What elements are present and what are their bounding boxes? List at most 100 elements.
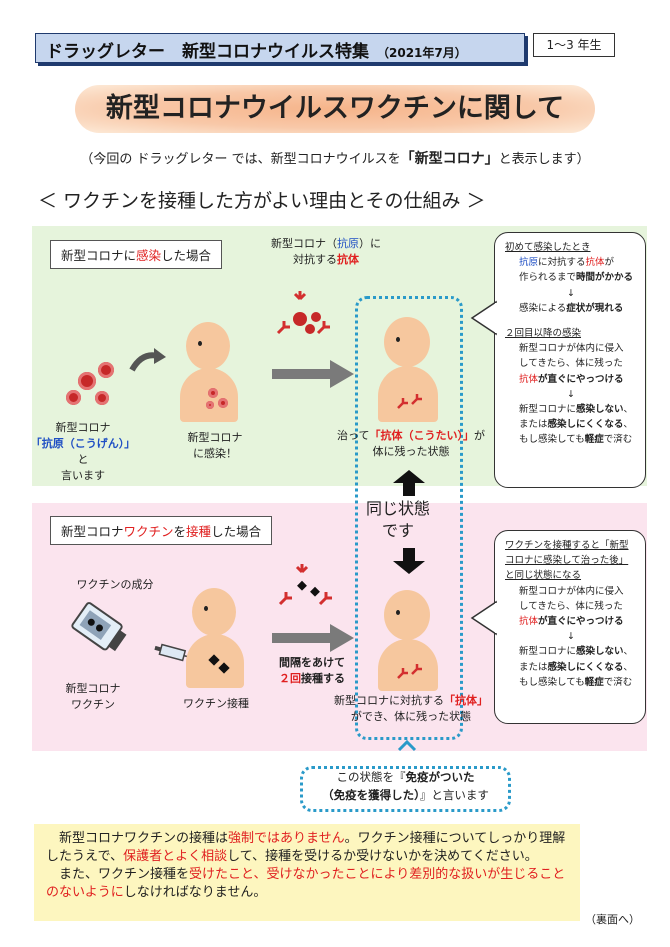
vaccination-label-pre: 新型コロナ <box>61 524 124 539</box>
vaccine-vial-icon <box>71 602 127 652</box>
bubble-infect-l9-post: で済む <box>603 434 633 446</box>
bubble-vac-l9-post: で済む <box>603 676 633 688</box>
antibody-line1-post: ）に <box>359 237 381 250</box>
section-title: ＜ ワクチンを接種した方がよい理由とその仕組み ＞ <box>38 190 486 212</box>
footer-p1-red: 強制ではありません <box>228 831 345 846</box>
vaccination-label: 新型コロナワクチンを接種した場合 <box>50 516 273 545</box>
immune-caption: 新型コロナに対抗する「抗体」 ができ、体に残った状態 <box>316 693 506 725</box>
bubble-vac-heading-a: ワクチンを接種すると「新型 <box>505 540 629 551</box>
antibody-virus-icon <box>276 291 330 335</box>
bubble-infect-l1-blue: 抗原 <box>519 257 539 269</box>
note-pre: （今回の ドラッグレター では、新型コロナウイルスを <box>80 152 401 167</box>
bubble-infect-arrow2: ↓ <box>567 388 575 400</box>
virus-icon <box>66 390 81 405</box>
notation-note: （今回の ドラッグレター では、新型コロナウイルスを「新型コロナ」と表示します） <box>0 148 670 168</box>
main-title: 新型コロナウイルスワクチンに関して <box>75 85 595 133</box>
bubble-infect-l1-post: が <box>604 257 615 269</box>
infection-label-red: 感染 <box>136 248 162 263</box>
curved-arrow-icon <box>129 348 166 372</box>
bubble-infect-l7-post: 、 <box>623 403 634 415</box>
bubble-vac-heading-c: と同じ状態になる <box>505 570 582 582</box>
interval-line1: 間隔をあけて <box>279 656 345 669</box>
antibody-caption: 新型コロナ（抗原）に 対抗する抗体 <box>256 236 396 268</box>
bubble-vac-line7: 新型コロナに感染しない、 <box>505 644 637 659</box>
bubble-infect-arrow: ↓ <box>567 287 575 299</box>
immunity-line1-bold: 免疫がついた <box>405 770 475 784</box>
antibody-line1-blue: 抗原 <box>337 237 359 250</box>
header-title: ドラッグレター 新型コロナウイルス特集 （2021年7月） <box>46 37 467 62</box>
bubble-infect-l8-bold: 感染しにくくなる <box>547 419 624 431</box>
footer-paragraph-2: また、ワクチン接種を受けたこと、受けなかったことにより差別的な扱いが生じることの… <box>46 866 568 902</box>
bubble-infect-line6: 抗体が直ぐにやっつける <box>505 372 637 387</box>
vaccination-label-mid: を <box>173 524 187 539</box>
bubble-infect-l9-pre: もし感染しても <box>519 434 585 446</box>
vaccination-label-post: した場合 <box>211 524 262 539</box>
immune-caption-line2: ができ、体に残った状態 <box>350 709 472 723</box>
vaccine-component-caption: ワクチンの成分 <box>76 578 154 591</box>
bubble-vac-line5: してきたら、体に残った <box>519 600 623 612</box>
vaccination-explanation-bubble: ワクチンを接種すると「新型 コロナに感染して治った後」 と同じ状態になる 新型コ… <box>494 530 646 724</box>
header-date: （2021年7月） <box>377 46 467 60</box>
bubble-vac-l6-red: 抗体 <box>519 615 539 627</box>
immune-caption-line1: 新型コロナに対抗する「抗体」 <box>316 693 506 709</box>
bubble-vac-heading-b: コロナに感染して治った後」 <box>505 555 629 567</box>
virus-icon <box>78 372 96 390</box>
bubble-vac-l7-post: 、 <box>623 646 634 658</box>
grade-badge: 1〜3 年生 <box>533 33 615 57</box>
infected-caption: 新型コロナ に感染！ <box>170 430 260 462</box>
arrow-right-icon <box>272 360 354 388</box>
bubble-infect-line9: もし感染しても軽症で済む <box>505 432 637 447</box>
footer-p2-red: 受けたこと、受けなかったことにより差別的な扱いが <box>189 866 501 882</box>
antibody-icon <box>397 664 422 679</box>
footer-paragraph-1: 新型コロナワクチンの接種は強制ではありません。ワクチン接種についてしっかり理解し… <box>46 830 568 866</box>
bubble-vac-line9: もし感染しても軽症で済む <box>505 675 637 690</box>
cured-caption-pre: 治って <box>337 429 370 442</box>
bubble-vac-line4: 新型コロナが体内に侵入 <box>519 585 624 597</box>
footer-p1-c: しっかり理解したうえで、 <box>46 831 566 864</box>
bubble-infect-line8: または感染しにくくなる、 <box>505 417 637 432</box>
bubble-vac-l6-bold: が直ぐにやっつける <box>538 615 624 627</box>
antibody-caption-line2: 対抗する抗体 <box>256 252 396 268</box>
bubble-vac-l7-pre: 新型コロナに <box>519 646 577 658</box>
inject-caption: ワクチン接種 <box>183 697 249 710</box>
bubble-infect-l6-red: 抗体 <box>519 373 539 385</box>
virus-caption: 新型コロナ 「抗原（こうげん）」と 言います <box>28 420 138 484</box>
header-banner: ドラッグレター 新型コロナウイルス特集 （2021年7月） <box>35 33 525 63</box>
immunity-line1-pre: この状態を『 <box>336 770 406 784</box>
bubble-infect-l2-pre: 作られるまで <box>519 272 577 284</box>
bubble-infect-l8-post: 、 <box>623 419 633 431</box>
immune-caption-red: 「抗体」 <box>444 694 488 707</box>
vaccination-label-red2: 接種 <box>186 524 212 539</box>
bubble-pointer-icon <box>470 300 498 336</box>
bubble-infect-l7-bold: 感染しない <box>576 403 624 415</box>
immune-caption-pre: 新型コロナに対抗する <box>334 694 444 707</box>
same-state-text: 同じ状態 です <box>365 498 431 541</box>
cured-caption-red: 「抗体（こうたい）」 <box>369 429 474 442</box>
virus-caption-line2: 「抗原（こうげん）」と <box>28 436 138 468</box>
antibody-caption-line1: 新型コロナ（抗原）に <box>256 236 396 252</box>
footer-notice: 新型コロナワクチンの接種は強制ではありません。ワクチン接種についてしっかり理解し… <box>34 824 580 921</box>
vaccination-label-red1: ワクチン <box>123 524 174 539</box>
vial-caption: 新型コロナ ワクチン <box>38 681 148 713</box>
footer-p2-red2: 生じることのないように <box>46 866 566 900</box>
bubble-infect-l6-bold: が直ぐにやっつける <box>538 373 624 385</box>
footer-p1-red2: 保護者とよく相談 <box>123 848 228 864</box>
immunity-line1: この状態を『免疫がついた <box>303 769 508 787</box>
virus-caption-line1: 新型コロナ <box>55 421 111 434</box>
infection-label: 新型コロナに感染した場合 <box>50 240 223 269</box>
header-title-text: ドラッグレター 新型コロナウイルス特集 <box>46 42 369 62</box>
footer-p2-a: また、ワクチン接種を <box>59 866 190 882</box>
bubble-infect-line7: 新型コロナに感染しない、 <box>505 402 637 417</box>
bubble-vac-l9-bold: 軽症 <box>584 676 604 688</box>
vial-caption-line2: ワクチン <box>71 697 115 711</box>
bubble-infect-heading1: 初めて感染したとき <box>505 242 591 253</box>
bubble-infect-l7-pre: 新型コロナに <box>519 403 577 415</box>
bubble-vac-line8: または感染しにくくなる、 <box>505 660 637 675</box>
interval-line2: ２回接種する <box>262 671 362 687</box>
bubble-infect-heading2: ２回目以降の感染 <box>505 327 582 339</box>
virus-caption-blue: 「抗原（こうげん）」 <box>30 436 136 450</box>
immunity-line2-bold: （免疫を獲得した） <box>322 787 420 802</box>
footer-p1-d: して、接種を受けるか受けないか <box>227 848 422 864</box>
bubble-infect-line1: 抗原に対抗する抗体が <box>505 255 637 270</box>
infection-explanation-bubble: 初めて感染したとき 抗原に対抗する抗体が 作られるまで時間がかかる ↓ 感染によ… <box>494 232 646 488</box>
